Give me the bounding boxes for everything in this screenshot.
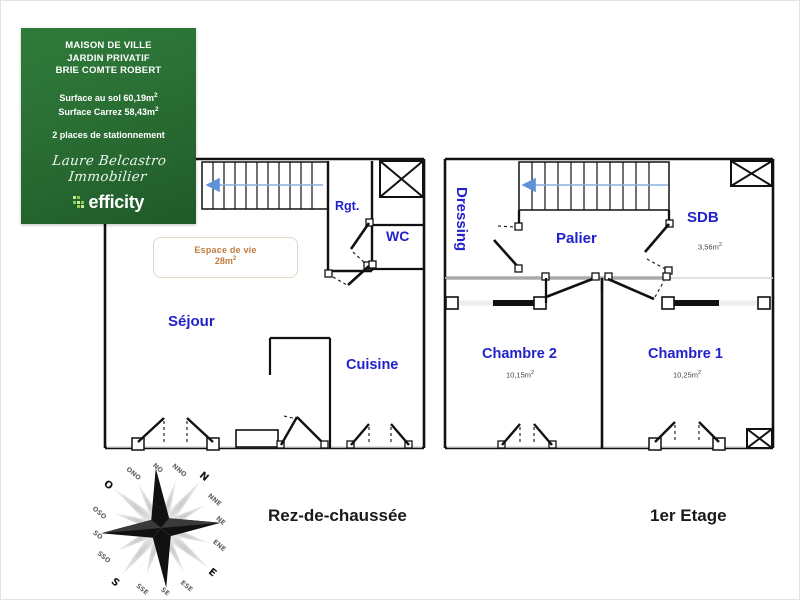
room-area-sdb-superscript: 2: [718, 242, 722, 248]
surface-au-sol-superscript: 2: [153, 91, 158, 99]
info-heading: MAISON DE VILLE JARDIN PRIVATIF BRIE COM…: [21, 40, 196, 78]
room-area-chambre-2-value: 10,15m: [506, 370, 532, 380]
property-info-card: MAISON DE VILLE JARDIN PRIVATIF BRIE COM…: [21, 28, 196, 224]
efficity-logo: efficity: [21, 192, 196, 213]
first-floor-plan: [443, 157, 775, 451]
espace-de-vie-area: 28m2: [154, 256, 297, 266]
room-label-sdb: SDB: [687, 209, 719, 226]
chambre-2-bottom-doors: [497, 423, 557, 449]
room-area-chambre-1-value: 10,25m: [673, 370, 699, 380]
agent-name: Laure Belcastro Immobilier: [51, 152, 168, 185]
ground-floor-openings: [131, 415, 413, 451]
surface-au-sol: Surface au sol 60,19m2: [21, 90, 196, 104]
compass-label-no: NO: [151, 461, 165, 474]
room-area-chambre-2-superscript: 2: [531, 370, 535, 376]
info-heading-line-3: BRIE COMTE ROBERT: [55, 65, 162, 76]
room-label-palier: Palier: [556, 230, 597, 247]
svg-text:ENE: ENE: [211, 538, 227, 553]
compass-label-e: E: [206, 566, 218, 579]
room-label-sejour: Séjour: [168, 313, 215, 330]
svg-text:NNE: NNE: [206, 492, 223, 508]
first-floor-windows: [445, 278, 771, 310]
compass-label-s: S: [109, 576, 122, 589]
sdb-door: [644, 219, 674, 275]
room-label-wc: WC: [386, 228, 410, 244]
floor-title-ground: Rez-de-chaussée: [268, 506, 407, 525]
compass-label-se: SE: [159, 586, 171, 598]
compass-label-n: N: [197, 470, 210, 484]
room-label-chambre-1: Chambre 1: [648, 346, 723, 362]
compass-rose: N E S O NE SE SO NO NNE ENE ESE SSE SSO …: [91, 461, 228, 598]
surface-au-sol-text: Surface au sol 60,19m: [59, 92, 154, 103]
svg-text:NNO: NNO: [171, 462, 189, 479]
room-label-cuisine: Cuisine: [346, 357, 399, 373]
espace-de-vie-area-superscript: 2: [232, 256, 237, 262]
duct-symbol-first-bottom: [746, 428, 773, 449]
room-area-chambre-2: 10,15m2: [506, 370, 534, 380]
svg-text:SSE: SSE: [134, 582, 149, 597]
parking-info: 2 places de stationnement: [52, 129, 165, 140]
espace-de-vie-area-value: 28m: [214, 256, 233, 266]
duct-symbol-first-top: [730, 160, 773, 187]
chambre-2-door: [541, 272, 600, 299]
svg-text:ONO: ONO: [125, 465, 143, 482]
compass-label-ne: NE: [214, 514, 227, 526]
chambre-1-door: [604, 272, 671, 301]
dressing-door: [493, 222, 523, 273]
chambre-1-bottom-doors: [648, 421, 726, 451]
room-area-sdb-value: 3,56m: [698, 242, 719, 252]
compass-label-o: O: [101, 478, 115, 492]
info-heading-line-2: JARDIN PRIVATIF: [67, 52, 150, 64]
compass-label-so: SO: [91, 529, 104, 542]
surface-carrez-superscript: 2: [154, 105, 159, 113]
floor-title-first: 1er Etage: [650, 506, 727, 525]
room-area-sdb: 3,56m2: [698, 242, 722, 252]
room-label-rgt: Rgt.: [335, 199, 360, 213]
espace-de-vie-label: Espace de vie: [194, 245, 257, 255]
room-area-chambre-1: 10,25m2: [673, 370, 701, 380]
surface-carrez: Surface Carrez 58,43m2: [21, 104, 196, 118]
ground-floor-staircase: [201, 161, 329, 210]
room-area-chambre-1-superscript: 2: [698, 370, 702, 376]
room-label-dressing: Dressing: [453, 187, 470, 252]
efficity-dots-icon: [72, 196, 85, 208]
surface-carrez-text: Surface Carrez 58,43m: [58, 106, 155, 117]
info-heading-line-1: MAISON DE VILLE: [65, 40, 152, 51]
svg-text:SSO: SSO: [96, 549, 113, 565]
efficity-wordmark: efficity: [88, 191, 145, 212]
ground-floor-doors: [324, 218, 377, 286]
espace-de-vie-callout: Espace de vie 28m2: [153, 237, 298, 278]
svg-text:OSO: OSO: [91, 505, 109, 522]
room-label-chambre-2: Chambre 2: [482, 346, 557, 362]
info-surfaces: Surface au sol 60,19m2 Surface Carrez 58…: [21, 90, 196, 118]
first-floor-staircase: [518, 161, 670, 211]
duct-symbol-ground: [379, 160, 424, 198]
ground-floor-plan: [103, 157, 426, 451]
svg-text:ESE: ESE: [179, 579, 195, 594]
